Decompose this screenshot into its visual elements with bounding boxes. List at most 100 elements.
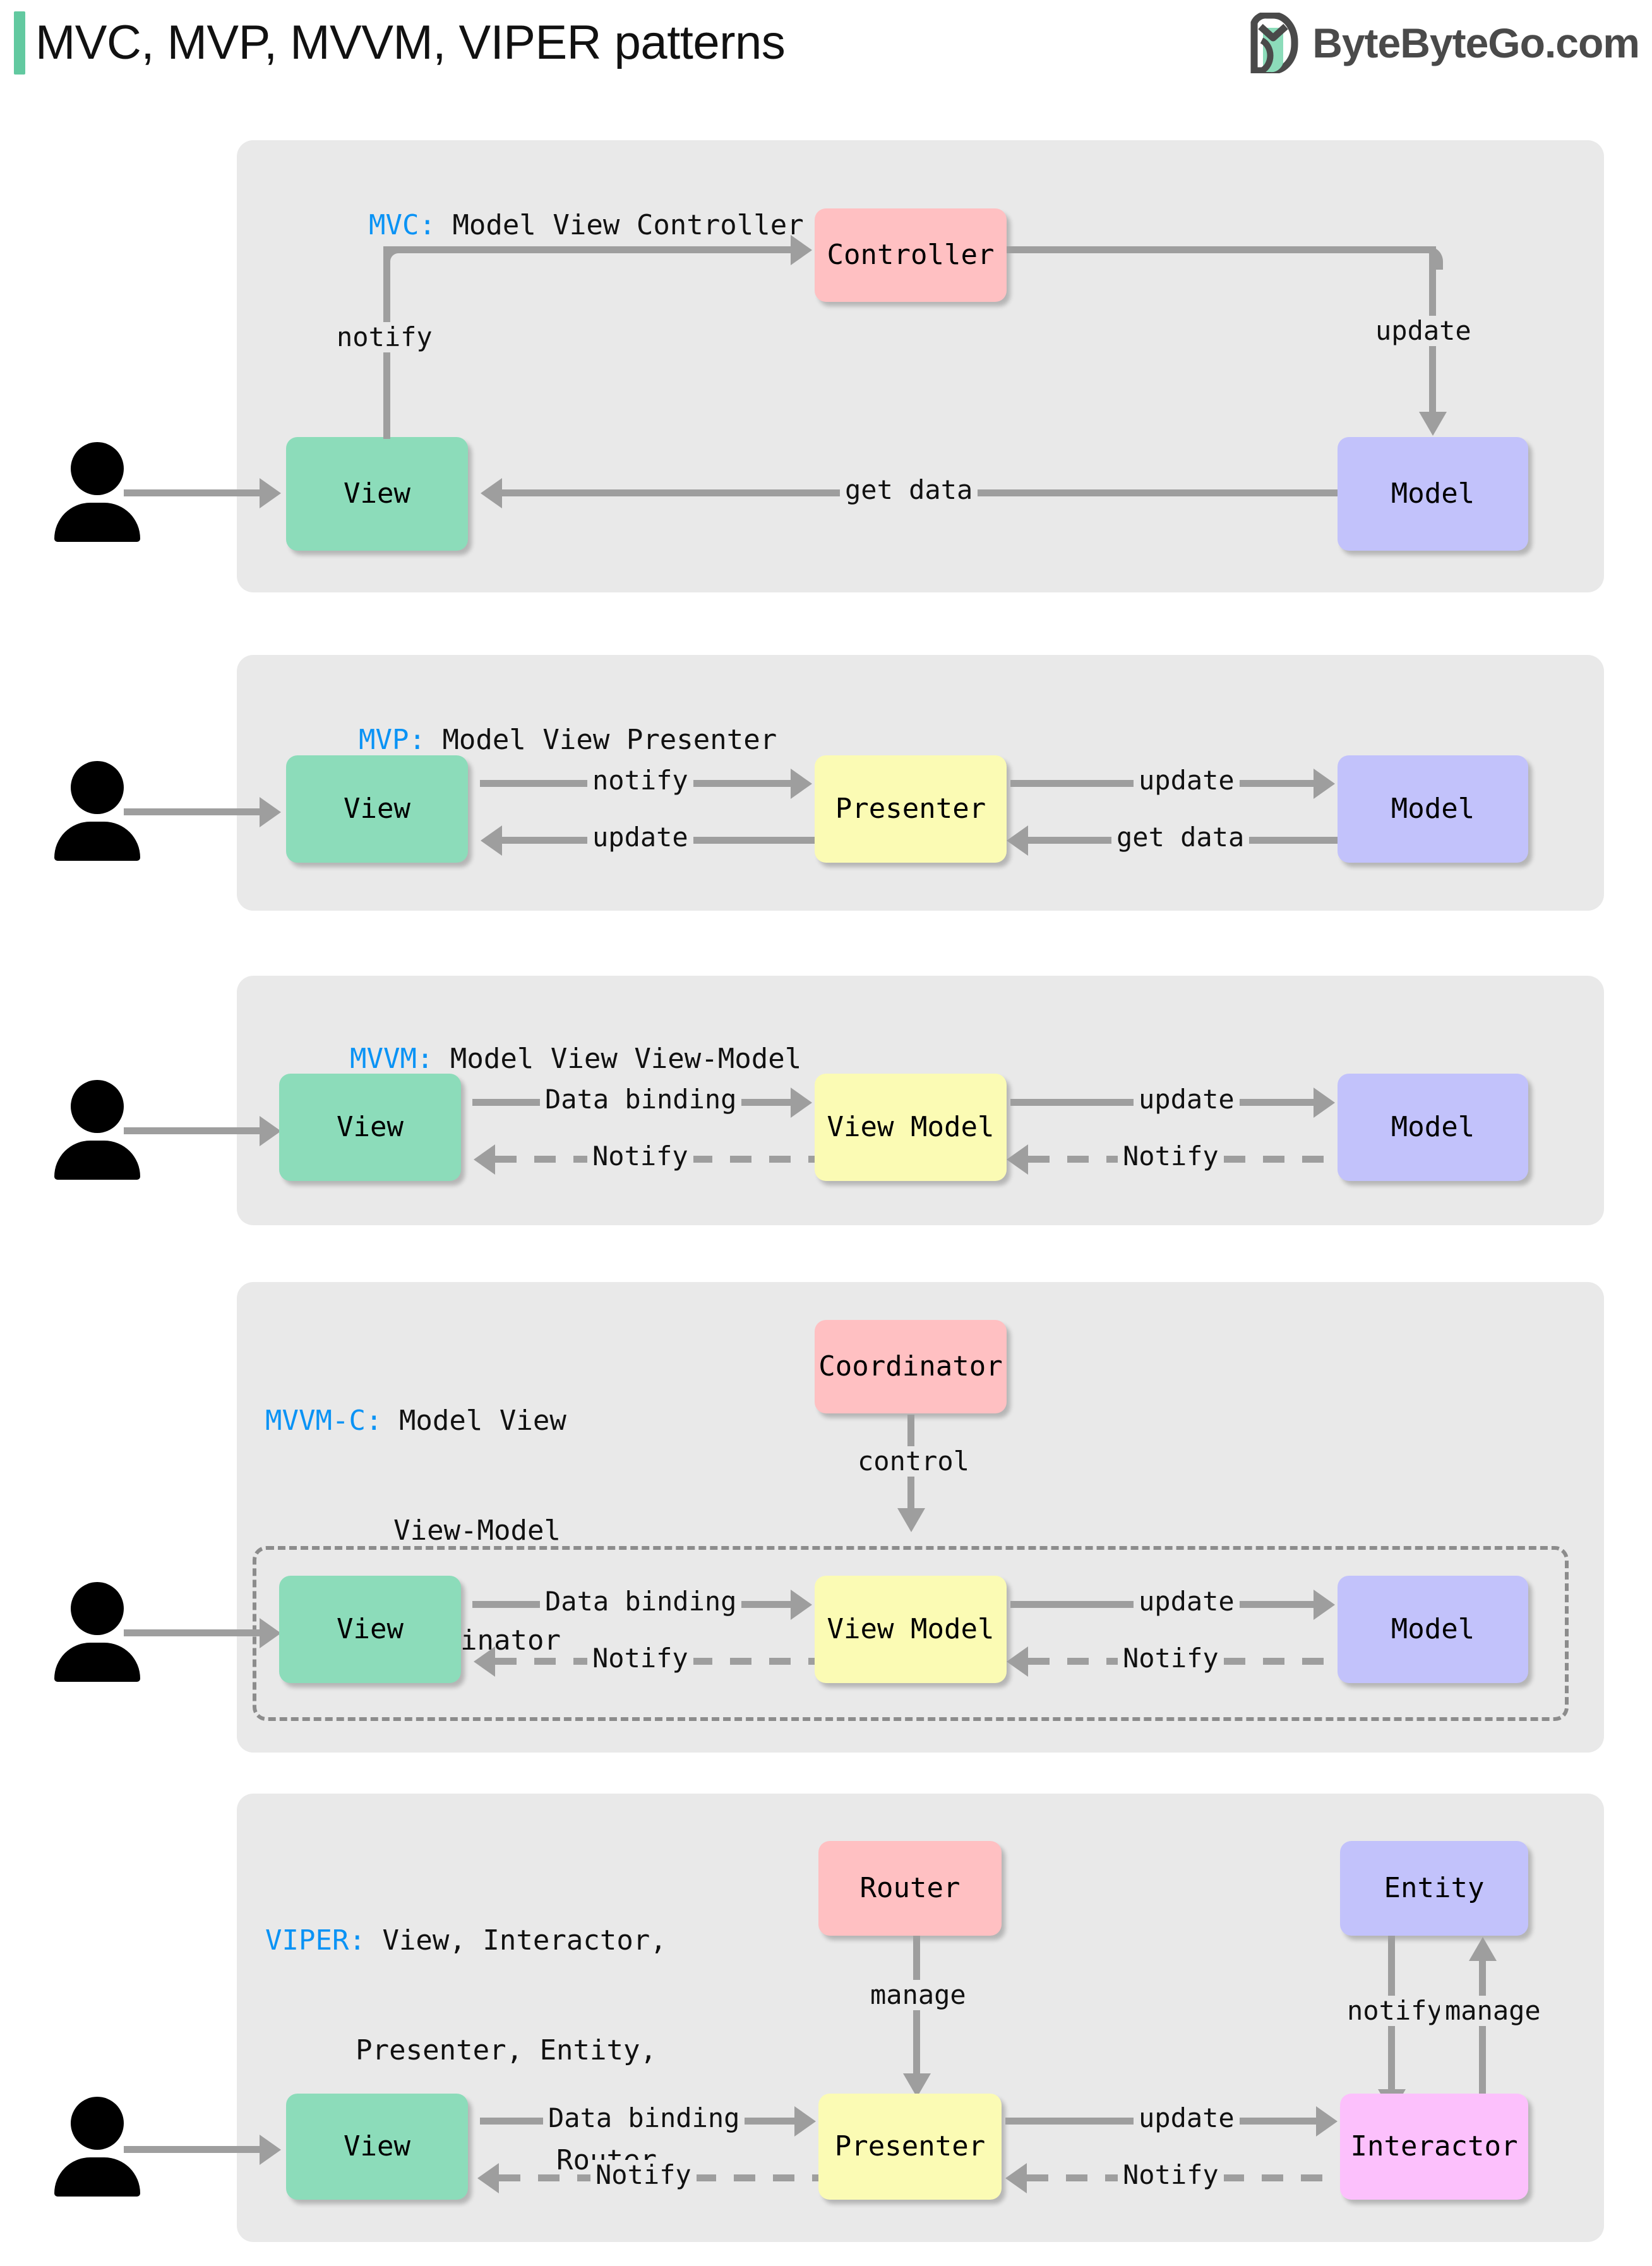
user-head [71, 1582, 124, 1635]
edge-user-to-view-mvc [124, 489, 260, 496]
user-head [71, 761, 124, 814]
section-key-mvvmc: MVVM-C: [265, 1405, 383, 1437]
accent-bar [14, 11, 25, 75]
node-label: View Model [827, 1612, 995, 1645]
node-entity-viper[interactable]: Entity [1340, 1841, 1528, 1936]
section-label-viper: VIPER: View, Interactor, Presenter, Enti… [265, 1849, 667, 2252]
edge-label-notify-right-mvvmc: Notify [1118, 1643, 1224, 1674]
arrowhead-databinding-mvvmc [791, 1590, 812, 1620]
arrowhead-update-back-mvp [481, 825, 502, 856]
node-model-mvp[interactable]: Model [1338, 755, 1528, 863]
arrowhead-update-mvc [1419, 412, 1447, 436]
arrowhead-manage-router-viper [903, 2073, 931, 2097]
edge-label-databinding-mvvm: Data binding [540, 1084, 742, 1115]
arrowhead-user-to-view-mvvmc [260, 1618, 281, 1648]
node-model-mvvm[interactable]: Model [1338, 1074, 1528, 1181]
node-label: View [344, 2130, 410, 2162]
edge-label-notify-right-mvvm: Notify [1118, 1141, 1224, 1172]
user-icon-mvvm [54, 1080, 140, 1180]
node-label: View Model [827, 1110, 995, 1143]
node-view-model-mvvmc[interactable]: View Model [815, 1576, 1007, 1683]
edge-update-corner-mvc [1420, 246, 1443, 270]
node-presenter-viper[interactable]: Presenter [818, 2094, 1002, 2200]
arrowhead-notify-right-mvvm [1007, 1144, 1028, 1175]
edge-label-control-mvvmc: control [853, 1446, 975, 1477]
arrowhead-notify-right-viper [1005, 2163, 1027, 2193]
edge-label-update-mvvm: update [1134, 1084, 1240, 1115]
node-presenter-mvp[interactable]: Presenter [815, 755, 1007, 863]
section-key-viper: VIPER: [265, 1924, 366, 1957]
edge-label-getdata-mvc: get data [840, 475, 978, 505]
edge-label-notify-mvp: notify [587, 765, 693, 796]
user-body [54, 2157, 140, 2197]
brand: ByteByteGo.com [1245, 13, 1640, 73]
node-label: Entity [1384, 1871, 1485, 1904]
node-interactor-viper[interactable]: Interactor [1340, 2094, 1528, 2200]
node-view-mvvm[interactable]: View [279, 1074, 461, 1181]
user-body [54, 822, 140, 861]
edge-label-notify-entity-viper: notify [1342, 1996, 1448, 2026]
edge-label-getdata-mvp: get data [1111, 822, 1250, 853]
arrowhead-notify-left-mvvm [474, 1144, 495, 1175]
arrowhead-user-to-view-mvp [260, 797, 281, 827]
edge-user-to-view-mvvmc [124, 1629, 260, 1636]
page-title: MVC, MVP, MVVM, VIPER patterns [35, 16, 786, 69]
node-view-model-mvvm[interactable]: View Model [815, 1074, 1007, 1181]
node-model-mvvmc[interactable]: Model [1338, 1576, 1528, 1683]
arrowhead-user-to-view-mvvm [260, 1116, 281, 1146]
node-label: Interactor [1350, 2130, 1518, 2162]
node-view-viper[interactable]: View [286, 2094, 468, 2200]
edge-label-notify-left-viper: Notify [590, 2160, 697, 2190]
arrowhead-getdata-mvp [1007, 825, 1028, 856]
node-model-mvc[interactable]: Model [1338, 437, 1528, 551]
section-label-line-0: VIPER: View, Interactor, [265, 1922, 667, 1959]
arrowhead-user-to-view-mvc [260, 478, 281, 508]
user-head [71, 2097, 124, 2150]
node-label: Controller [827, 238, 995, 271]
edge-update-horizontal-mvc [1007, 246, 1436, 253]
edge-user-to-view-mvvm [124, 1127, 260, 1134]
section-title-viper-1: Presenter, Entity, [356, 2034, 657, 2066]
edge-label-update-mvvmc: update [1134, 1586, 1240, 1617]
node-coordinator-mvvmc[interactable]: Coordinator [815, 1320, 1007, 1413]
node-label: Router [859, 1871, 961, 1904]
section-key-mvvm: MVVM: [349, 1043, 434, 1075]
edge-notify-corner-mvc [383, 246, 407, 270]
user-icon-viper [54, 2097, 140, 2197]
edge-label-manage-entity-viper: manage [1440, 1996, 1546, 2026]
node-router-viper[interactable]: Router [818, 1841, 1002, 1936]
node-view-mvvmc[interactable]: View [279, 1576, 461, 1683]
section-title-mvvmc-0: Model View [398, 1405, 566, 1437]
node-label: Model [1391, 477, 1475, 510]
section-label-mvc: MVC: Model View Controller [302, 171, 804, 280]
section-title-mvvmc-1: View-Model [393, 1514, 561, 1547]
arrowhead-databinding-viper [794, 2106, 816, 2137]
arrowhead-update-mvvm [1314, 1088, 1335, 1118]
edge-label-update-mvc: update [1370, 316, 1476, 346]
edge-label-notify-left-mvvmc: Notify [587, 1643, 693, 1674]
user-icon-mvvmc [54, 1582, 140, 1682]
node-controller-mvc[interactable]: Controller [815, 208, 1007, 302]
page-header: MVC, MVP, MVVM, VIPER patterns ByteByteG… [0, 0, 1652, 95]
user-head [71, 442, 124, 495]
user-body [54, 1141, 140, 1180]
node-view-mvp[interactable]: View [286, 755, 468, 863]
section-title-mvc: Model View Controller [452, 209, 804, 241]
arrowhead-notify-left-mvvmc [474, 1646, 495, 1677]
arrowhead-update-viper [1316, 2106, 1338, 2137]
arrowhead-notify-right-mvvmc [1007, 1646, 1028, 1677]
node-view-mvc[interactable]: View [286, 437, 468, 551]
node-label: Presenter [834, 2130, 986, 2162]
edge-label-update-mvp: update [1134, 765, 1240, 796]
user-head [71, 1080, 124, 1133]
arrowhead-user-to-view-viper [260, 2135, 281, 2165]
edge-label-notify-mvc: notify [332, 322, 438, 352]
node-label: View [344, 792, 410, 825]
user-body [54, 1643, 140, 1682]
edge-label-manage-router-viper: manage [865, 1980, 971, 2010]
section-label-mvp: MVP: Model View Presenter [292, 685, 777, 795]
arrowhead-update-mvvmc [1314, 1590, 1335, 1620]
edge-notify-horizontal-mvc [383, 246, 791, 253]
user-icon-mvp [54, 761, 140, 861]
